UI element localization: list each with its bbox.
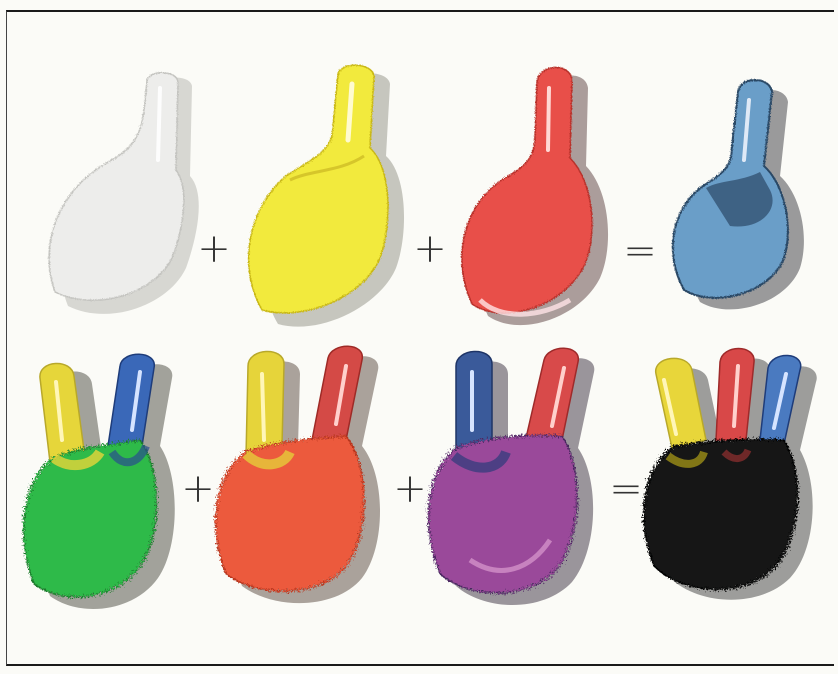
tube-blue: [673, 80, 804, 309]
equals-operator: =: [609, 466, 643, 512]
tube-white: [49, 73, 199, 314]
tube-black: [644, 349, 817, 600]
equals-operator: =: [623, 228, 657, 274]
plus-operator: +: [181, 466, 215, 512]
tube-red: [462, 67, 608, 325]
tube-green: [24, 354, 175, 609]
tube-yellow: [249, 65, 404, 326]
plus-operator: +: [197, 226, 231, 272]
tube-orange-red: [216, 346, 380, 603]
tube-purple: [428, 348, 594, 605]
plus-operator: +: [393, 466, 427, 512]
plus-operator: +: [413, 226, 447, 272]
